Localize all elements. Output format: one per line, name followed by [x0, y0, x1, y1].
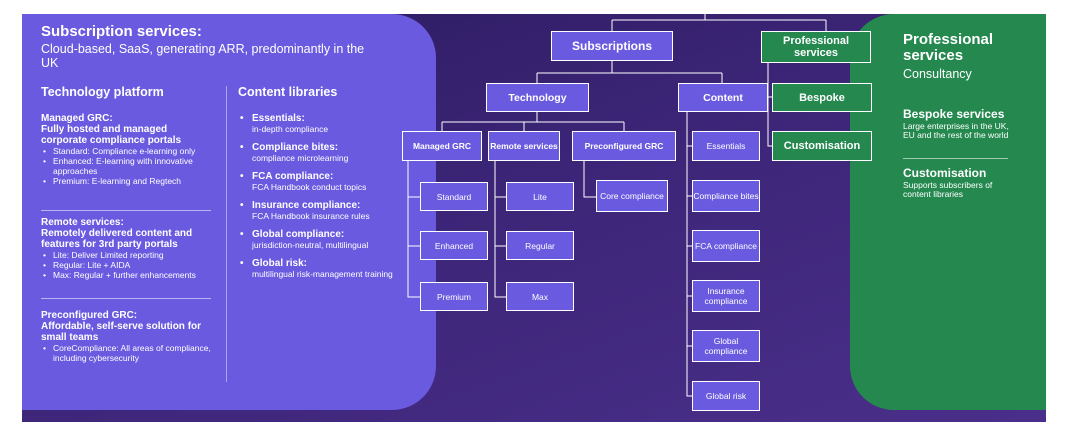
max-node: Max: [506, 282, 574, 311]
list-item: Global compliance: jurisdiction-neutral,…: [238, 229, 418, 250]
item-text: multilingual risk-management training: [252, 269, 393, 279]
list-item: Enhanced: E-learning with innovative app…: [41, 156, 213, 176]
item-heading: Insurance compliance:: [252, 200, 361, 211]
panel-subtitle: Cloud-based, SaaS, generating ARR, predo…: [41, 42, 365, 70]
enhanced-node: Enhanced: [420, 231, 488, 260]
managed-grc-node: Managed GRC: [402, 131, 482, 161]
item-text: FCA Handbook insurance rules: [252, 211, 370, 221]
managed-grc-title: Managed GRC: Fully hosted and managed co…: [41, 113, 182, 146]
subscriptions-node: Subscriptions: [551, 31, 673, 61]
item-text: FCA Handbook conduct topics: [252, 182, 367, 192]
right-panel-subtitle: Consultancy: [903, 67, 972, 81]
preconfigured-grc-title: Preconfigured GRC: Affordable, self-serv…: [41, 310, 202, 343]
customisation-node: Customisation: [772, 131, 872, 161]
list-item: Compliance bites: compliance microlearni…: [238, 142, 418, 163]
preconfigured-grc-section: Preconfigured GRC: Affordable, self-serv…: [41, 310, 213, 363]
list-item: Max: Regular + further enhancements: [41, 270, 217, 280]
list-item: Global risk: multilingual risk-managemen…: [238, 258, 418, 279]
list-item: Essentials: in-depth compliance: [238, 113, 418, 134]
item-heading: FCA compliance:: [252, 171, 334, 182]
customisation-heading: Customisation: [903, 166, 987, 180]
slide: Subscription services: Cloud-based, SaaS…: [22, 14, 1046, 422]
technology-node: Technology: [486, 83, 589, 112]
item-text: jurisdiction-neutral, multilingual: [252, 240, 369, 250]
panel-title: Subscription services:: [41, 23, 202, 40]
subscription-services-panel: Subscription services: Cloud-based, SaaS…: [22, 14, 436, 410]
divider: [41, 298, 211, 299]
professional-services-node: Professional services: [761, 31, 871, 63]
list-item: Lite: Deliver Limited reporting: [41, 250, 217, 260]
regular-node: Regular: [506, 231, 574, 260]
list-item: Insurance compliance: FCA Handbook insur…: [238, 200, 418, 221]
item-heading: Global risk:: [252, 258, 308, 269]
professional-services-panel: Professional services Consultancy Bespok…: [850, 14, 1046, 410]
item-text: in-depth compliance: [252, 124, 329, 134]
item-heading: Global compliance:: [252, 229, 345, 240]
column-divider: [226, 86, 227, 382]
divider: [41, 210, 211, 211]
customisation-text: Supports subscribers of content librarie…: [903, 180, 993, 199]
remote-services-node: Remote services: [488, 131, 560, 161]
list-item: Standard: Compliance e-learning only: [41, 146, 213, 156]
item-heading: Essentials:: [252, 113, 305, 124]
managed-grc-section: Managed GRC: Fully hosted and managed co…: [41, 113, 213, 186]
technology-platform-heading: Technology platform: [41, 85, 164, 99]
bespoke-services-heading: Bespoke services: [903, 107, 1005, 121]
fca-compliance-node: FCA compliance: [692, 230, 760, 262]
list-item: Premium: E-learning and Regtech: [41, 176, 213, 186]
divider: [903, 158, 1008, 159]
insurance-compliance-node: Insurance compliance: [692, 280, 760, 312]
content-libraries-heading: Content libraries: [238, 85, 338, 99]
remote-services-section: Remote services: Remotely delivered cont…: [41, 217, 217, 280]
list-item: Regular: Lite + AIDA: [41, 260, 217, 270]
standard-node: Standard: [420, 182, 488, 211]
bespoke-services-text: Large enterprises in the UK, EU and the …: [903, 121, 1009, 140]
right-panel-title: Professional services: [903, 31, 994, 64]
remote-services-title: Remote services: Remotely delivered cont…: [41, 217, 193, 250]
content-node: Content: [678, 83, 768, 112]
compliance-bites-node: Compliance bites: [692, 180, 760, 212]
global-risk-node: Global risk: [692, 381, 760, 411]
content-libraries-list: Essentials: in-depth compliance Complian…: [238, 113, 418, 287]
item-heading: Compliance bites:: [252, 142, 339, 153]
item-text: compliance microlearning: [252, 153, 349, 163]
preconfigured-grc-node: Preconfigured GRC: [572, 131, 676, 161]
list-item: FCA compliance: FCA Handbook conduct top…: [238, 171, 418, 192]
essentials-node: Essentials: [692, 131, 760, 161]
bespoke-node: Bespoke: [772, 83, 872, 112]
lite-node: Lite: [506, 182, 574, 211]
core-compliance-node: Core compliance: [596, 180, 668, 212]
list-item: CoreCompliance: All areas of compliance,…: [41, 343, 213, 363]
premium-node: Premium: [420, 282, 488, 311]
global-compliance-node: Global compliance: [692, 330, 760, 362]
